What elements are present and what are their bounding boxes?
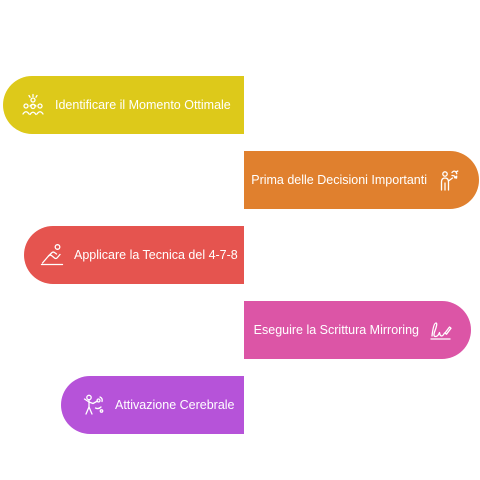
step-label: Attivazione Cerebrale [115, 398, 235, 412]
stretching-person-icon [40, 243, 64, 267]
step-before-decisions: Prima delle Decisioni Importanti [244, 151, 479, 209]
step-mirror-writing: Eseguire la Scrittura Mirroring [244, 301, 471, 359]
step-apply-technique: Applicare la Tecnica del 4-7-8 [24, 226, 244, 284]
step-brain-activation: Attivazione Cerebrale [61, 376, 244, 434]
step-label: Identificare il Momento Ottimale [55, 98, 231, 112]
step-identify-moment: Identificare il Momento Ottimale [3, 76, 244, 134]
brain-activation-icon [81, 393, 105, 417]
group-people-icon [21, 93, 45, 117]
writing-signature-icon [429, 318, 453, 342]
decision-person-icon [437, 168, 461, 192]
step-label: Prima delle Decisioni Importanti [251, 173, 427, 187]
step-label: Applicare la Tecnica del 4-7-8 [74, 248, 238, 262]
step-label: Eseguire la Scrittura Mirroring [253, 323, 419, 337]
